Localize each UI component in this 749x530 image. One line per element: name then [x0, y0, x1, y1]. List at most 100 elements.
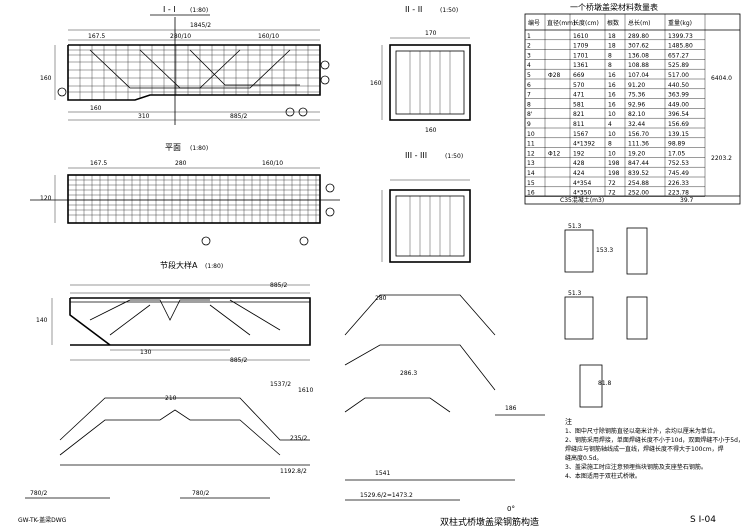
plan-mesh-h	[68, 179, 320, 216]
angle-mark: 0°	[507, 505, 515, 513]
table-cell: 8	[608, 62, 612, 69]
title-block: GW-TK-盖梁DWG 0° 双柱式桥墩盖梁钢筋构造 S I-04	[0, 505, 749, 530]
plan-dim-right: 160/10	[262, 160, 283, 167]
detail-a-view: 节段大样A (1:80) 885/2 140 130 885/2	[36, 260, 311, 364]
table-cell: 254.88	[628, 180, 649, 187]
table-cell: Φ28	[548, 72, 561, 79]
table-cell: 581	[573, 101, 585, 108]
table-cell: 16	[608, 92, 616, 99]
detail-dim-bottom: 885/2	[230, 357, 247, 364]
table-cell: 156.70	[628, 131, 649, 138]
table-cell: 5	[527, 72, 531, 79]
table-cell: 1	[527, 33, 531, 40]
th-no: 编号	[528, 19, 540, 27]
table-cell: 752.53	[668, 160, 689, 167]
height-total: 160	[40, 75, 52, 82]
table-cell: 32.44	[628, 121, 645, 128]
plan-title: 平面	[165, 143, 181, 152]
table-cell: 91.20	[628, 82, 645, 89]
table-cell: 1610	[573, 33, 588, 40]
table-cell: 4*354	[573, 180, 591, 187]
table-cell: 10	[527, 131, 535, 138]
dim-bottom-right: 885/2	[230, 113, 247, 120]
dim-bottom-mid: 310	[138, 113, 150, 120]
table-cell: 252.00	[628, 190, 649, 197]
table-cell: 396.54	[668, 111, 689, 118]
table-cell: 6	[527, 82, 531, 89]
material-table: 一个桥墩盖梁材料数量表 编号 直径(mm) 长度(cm) 根数 总长(m) 重量…	[524, 2, 741, 205]
drawing-title: 双柱式桥墩盖梁钢筋构造	[440, 518, 540, 528]
detail-a-title: 节段大样A	[160, 260, 198, 270]
sec-inner: 160	[425, 127, 437, 134]
dim-top-mid: 280/10	[170, 33, 191, 40]
sheet-no: S I-04	[690, 515, 716, 525]
table-cell: 14	[527, 170, 535, 177]
plan-width: 120	[40, 195, 52, 202]
table-cell: 8	[608, 52, 612, 59]
table-cell: 18	[608, 43, 616, 50]
th-total: 总长(m)	[628, 19, 651, 27]
table-cell: 7	[527, 92, 531, 99]
detail-a-scale: (1:80)	[205, 263, 223, 270]
table-cell: 107.04	[628, 72, 649, 79]
elevation-scale: (1:80)	[190, 7, 208, 14]
table-cell: 226.33	[668, 180, 689, 187]
table-cell: 16	[608, 101, 616, 108]
table-cell: 449.00	[668, 101, 689, 108]
plan-view: 平面 (1:80) 167.5 280 160/10	[30, 143, 340, 246]
th-dia: 直径(mm)	[547, 19, 575, 27]
table-cell: 139.15	[668, 131, 689, 138]
table-cell: 8	[527, 101, 531, 108]
table-cell: 11	[527, 141, 535, 148]
table-cell: 8	[608, 141, 612, 148]
file-ref: GW-TK-盖梁DWG	[18, 517, 67, 524]
table-cell: 657.27	[668, 52, 689, 59]
bar-label-8: 1541	[375, 470, 390, 477]
table-cell: 198	[608, 170, 620, 177]
table-cell: 570	[573, 82, 585, 89]
table-cell: 16	[527, 190, 535, 197]
section-ii-scale: (1:50)	[440, 7, 458, 14]
notes: 注 1、图中尺寸除钢筋直径以毫米计外，余均以厘米为单位。 2、钢筋采用焊接，单面…	[565, 418, 745, 481]
table-cell: 136.08	[628, 52, 649, 59]
table-cell: 4*350	[573, 190, 591, 197]
table-cell: 1709	[573, 43, 588, 50]
section-ii-view: II - II (1:50) 170 160 160	[370, 5, 471, 134]
table-cell: 72	[608, 190, 616, 197]
detail-dim-top: 885/2	[270, 282, 287, 289]
elevation-stirrups	[79, 45, 309, 100]
note-item: 缝高度0.5d。	[565, 455, 603, 462]
detail-height: 140	[36, 317, 48, 324]
table-cell: 1701	[573, 52, 588, 59]
table-cell: 1567	[573, 131, 588, 138]
concrete-label: C35混凝土(m3)	[560, 196, 604, 204]
elevation-mesh	[68, 49, 320, 93]
plan-scale: (1:80)	[190, 145, 208, 152]
bar-label-4: 1192.8/2	[280, 468, 307, 475]
table-cell: 2	[527, 43, 531, 50]
bar-label-3: 235/2	[290, 435, 307, 442]
shape-b: 153.3	[596, 247, 613, 254]
dim-top-total: 1845/2	[190, 22, 211, 29]
table-cell: 669	[573, 72, 585, 79]
table-cell: 4	[608, 121, 612, 128]
table-cell: 192	[573, 150, 585, 157]
table-cell: 847.44	[628, 160, 649, 167]
dim-top-left: 167.5	[88, 33, 105, 40]
shape-c: 81.8	[598, 380, 612, 387]
table-cell: 13	[527, 160, 535, 167]
th-weight: 重量(kg)	[668, 19, 692, 27]
table-cell: 517.00	[668, 72, 689, 79]
bar-label-6: 780/2	[192, 490, 209, 497]
table-cell: 12	[527, 150, 535, 157]
table-cell: 223.78	[668, 190, 689, 197]
note-item: 2、钢筋采用焊接，单面焊缝长度不小于10d，双面焊缝不小于5d，	[565, 437, 744, 444]
table-cell: 821	[573, 111, 585, 118]
bar-label-11: 286.3	[400, 370, 417, 377]
table-cell: 839.52	[628, 170, 649, 177]
shape-d: 51.3	[568, 290, 582, 297]
bar-label-5: 780/2	[30, 490, 47, 497]
bar-label-2: 210	[165, 395, 177, 402]
elevation-view: I - I (1:80) 1845/2 167.5 280/10 160/10	[40, 5, 330, 125]
table-cell: 1361	[573, 62, 588, 69]
